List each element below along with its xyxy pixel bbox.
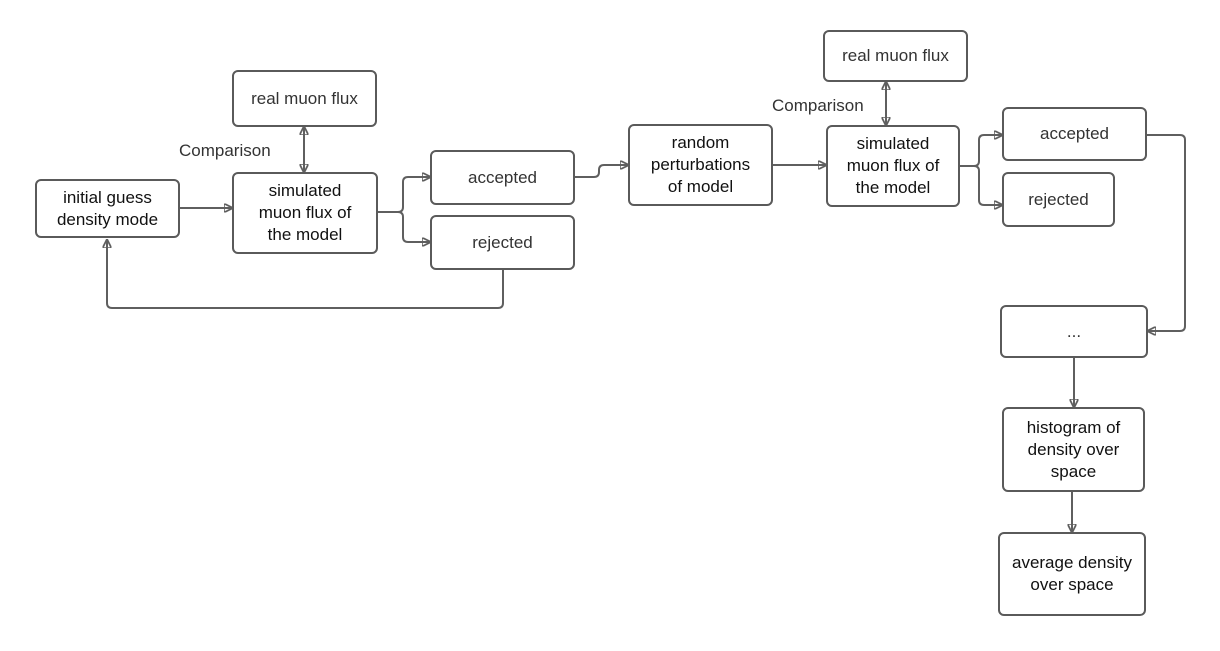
node-real-flux-2-label: real muon flux [842,46,949,65]
node-histogram: histogram of density over space [1002,407,1145,492]
node-simulated-2: simulated muon flux of the model [826,125,960,207]
node-rejected-1: rejected [430,215,575,270]
node-accepted-2: accepted [1002,107,1147,161]
node-simulated-1: simulated muon flux of the model [232,172,378,254]
node-accepted-1-label: accepted [468,167,537,187]
node-real-flux-1: real muon flux [232,70,377,127]
node-initial-guess-label: initial guess density mode [56,187,159,229]
comparison-label-1: Comparison [179,141,271,160]
arrow-simulated-1-to-rejected-1 [378,211,430,242]
node-ellipsis: ... [1000,305,1148,358]
node-random-perturbations: random perturbations of model [628,124,773,206]
node-average-density-label: average density over space [1011,553,1133,594]
comparison-label-2: Comparison [772,96,864,115]
node-random-perturbations-label: random perturbations of model [650,133,751,196]
node-accepted-2-label: accepted [1040,124,1109,143]
arrow-simulated-2-to-rejected-2 [960,165,1002,205]
node-real-flux-2: real muon flux [823,30,968,82]
arrow-rejected-1-to-initial [107,240,504,309]
node-rejected-1-label: rejected [472,232,533,252]
node-simulated-2-label: simulated muon flux of the model [846,134,940,197]
node-rejected-2-label: rejected [1028,189,1089,209]
node-rejected-2: rejected [1002,172,1115,227]
node-real-flux-1-label: real muon flux [251,88,358,108]
node-accepted-1: accepted [430,150,575,205]
node-ellipsis-label: ... [1066,321,1082,341]
arrow-accepted-2-to-ellipsis [1147,134,1186,331]
arrow-accepted-1-to-perturbations [575,165,628,178]
node-simulated-1-label: simulated muon flux of the model [258,181,352,244]
arrow-simulated-2-to-accepted-2 [960,135,1002,167]
node-histogram-label: histogram of density over space [1026,417,1121,481]
node-initial-guess: initial guess density mode [35,179,180,238]
arrow-simulated-1-to-accepted-1 [378,177,430,213]
node-average-density: average density over space [998,532,1146,616]
